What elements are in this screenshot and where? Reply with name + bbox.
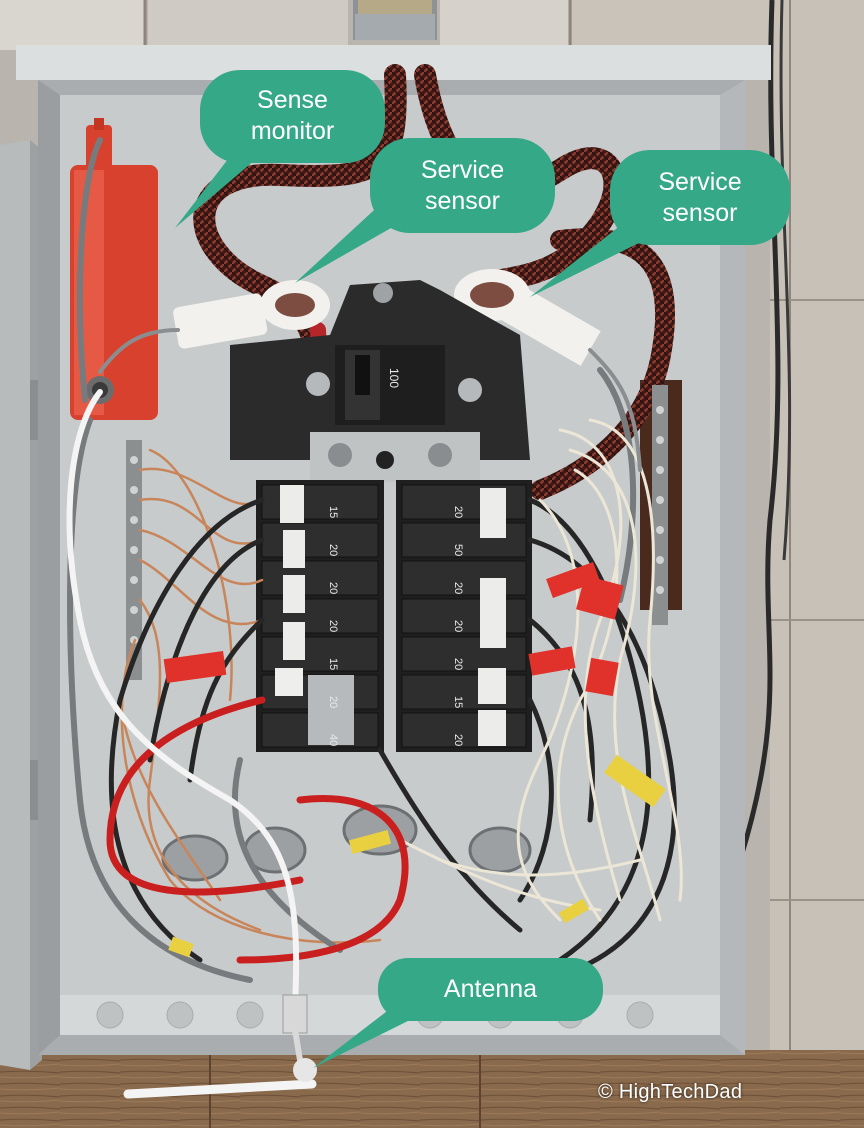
breaker-label: 20: [452, 506, 464, 518]
callout-line: Service: [658, 168, 742, 196]
callout-antenna: [313, 958, 603, 1068]
breaker-label: 20: [327, 544, 339, 556]
callout-line: Sense: [257, 86, 328, 114]
breaker-label: 20: [452, 582, 464, 594]
breaker-label: 50: [452, 544, 464, 556]
callout-line: sensor: [662, 199, 738, 227]
callout-label-antenna: Antenna: [378, 974, 603, 1005]
copyright-watermark: © HighTechDad: [598, 1081, 743, 1103]
antenna-hardware: [66, 389, 317, 1099]
callout-label-service-sensor-right: Service sensor: [610, 167, 790, 229]
breaker-labels-right: 20 50 20 20 20 15 20: [452, 506, 464, 746]
top-conduit: [353, 0, 437, 40]
breaker-column-right: [396, 480, 532, 752]
callout-service-sensor-left: [295, 138, 555, 283]
callout-label-sense-monitor: Sense monitor: [200, 85, 385, 147]
service-sensor-clamp-left: [173, 280, 330, 349]
callout-line: Antenna: [443, 975, 538, 1003]
breaker-label: 20: [327, 696, 339, 708]
service-sensor-clamp-right: [454, 269, 601, 366]
panel-door: [0, 140, 42, 1070]
callout-line: sensor: [424, 187, 501, 215]
breaker-label: 40: [327, 734, 339, 746]
breaker-label: 15: [327, 658, 339, 670]
breaker-column-left: [256, 480, 384, 752]
callout-service-sensor-right: [530, 150, 790, 297]
breaker-label: 20: [327, 582, 339, 594]
callout-line: Service: [420, 156, 505, 184]
branch-wiring: [67, 137, 683, 983]
callout-line: monitor: [250, 117, 335, 145]
bus-bars: [126, 385, 668, 680]
breaker-label: 20: [452, 620, 464, 632]
breaker-label: 20: [452, 658, 464, 670]
breaker-label: 20: [327, 620, 339, 632]
main-breaker-rating: 100: [387, 368, 401, 388]
breaker-label: 20: [452, 734, 464, 746]
breaker-labels-left: 15 20 20 20 15 20 40: [327, 506, 339, 746]
breaker-label: 15: [452, 696, 464, 708]
callout-sense-monitor: [175, 70, 385, 228]
main-breaker: [230, 280, 530, 482]
breaker-label: 15: [327, 506, 339, 518]
callout-label-service-sensor-left: Service sensor: [370, 155, 555, 217]
